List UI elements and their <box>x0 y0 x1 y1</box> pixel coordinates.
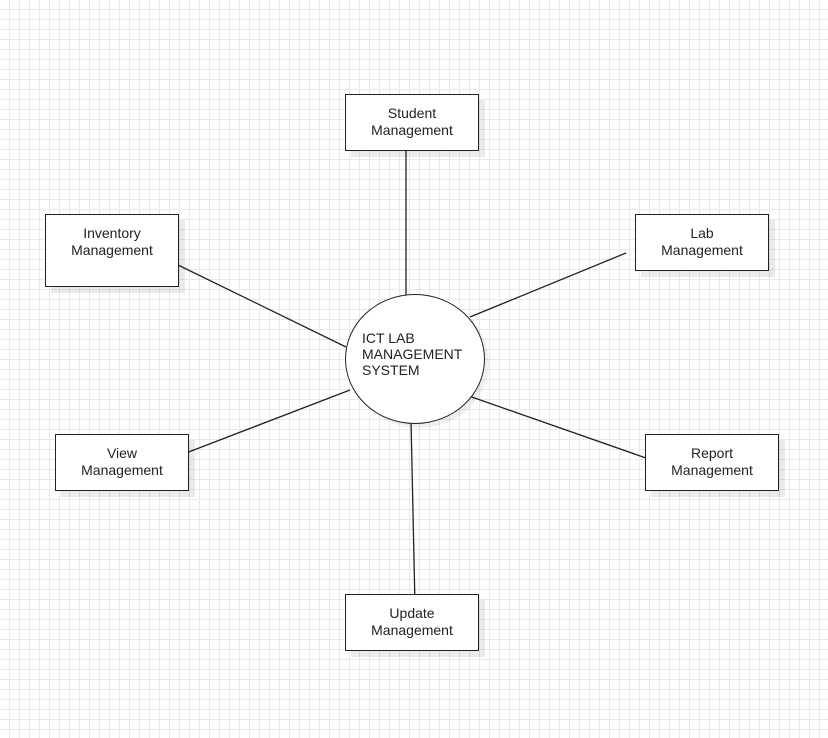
inventory-management-box[interactable]: Inventory Management <box>45 214 179 287</box>
view-management-line-1: View <box>106 445 138 461</box>
system-circle[interactable] <box>345 294 485 424</box>
inventory-management-line-2: Management <box>71 242 153 258</box>
connector-update <box>410 419 416 607</box>
lab-management-line-2: Management <box>661 242 743 258</box>
inventory-management-line-1: Inventory <box>83 225 141 241</box>
student-management-line-2: Management <box>371 122 453 138</box>
system-label-line-3: SYSTEM <box>362 362 420 378</box>
system-label-line-1: ICT LAB <box>362 330 415 346</box>
update-management-line-1: Update <box>389 605 435 621</box>
lab-management-line-1: Lab <box>690 225 714 241</box>
view-management-line-2: Management <box>81 462 163 478</box>
connector-view <box>185 389 351 454</box>
student-management-line-1: Student <box>387 105 437 121</box>
student-management-box[interactable]: Student Management <box>345 94 479 151</box>
connector-lab <box>469 252 627 318</box>
update-management-box[interactable]: Update Management <box>345 594 479 651</box>
lab-management-box[interactable]: Lab Management <box>635 214 769 271</box>
report-management-box[interactable]: Report Management <box>645 434 779 491</box>
report-management-line-2: Management <box>671 462 753 478</box>
report-management-line-1: Report <box>690 445 734 461</box>
system-label-line-2: MANAGEMENT <box>362 346 463 362</box>
system-label: ICT LAB MANAGEMENT SYSTEM <box>362 330 492 378</box>
update-management-line-2: Management <box>371 622 453 638</box>
connector-report <box>465 394 647 459</box>
view-management-box[interactable]: View Management <box>55 434 189 491</box>
connector-inventory <box>175 263 347 348</box>
